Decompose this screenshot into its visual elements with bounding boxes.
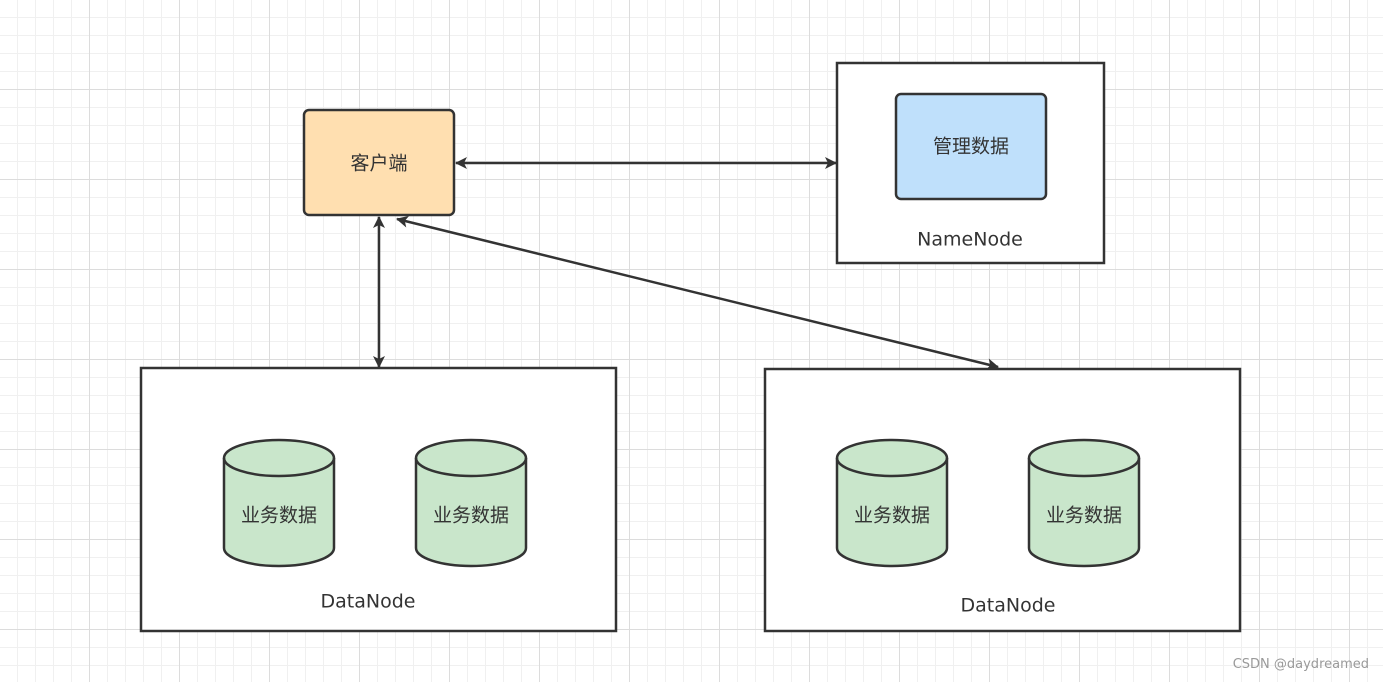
database-icon: 业务数据 <box>222 438 336 568</box>
client-box: 客户端 <box>302 108 456 217</box>
database-label: 业务数据 <box>854 505 930 527</box>
database-label: 业务数据 <box>241 505 317 527</box>
datanode-box-1: 业务数据 业务数据 DataNode <box>139 366 618 633</box>
metadata-box <box>894 92 1048 201</box>
database-icon: 业务数据 <box>414 438 528 568</box>
database-icon: 业务数据 <box>835 438 949 568</box>
namenode-label: NameNode <box>917 229 1023 251</box>
client-label: 客户端 <box>350 153 407 175</box>
namenode-box: 管理数据 NameNode <box>835 61 1106 265</box>
datanode-label: DataNode <box>961 595 1056 617</box>
datanode-box-2: 业务数据 业务数据 DataNode <box>763 367 1242 633</box>
watermark: CSDN @daydreamed <box>1232 657 1369 672</box>
datanode-label: DataNode <box>321 591 416 613</box>
database-label: 业务数据 <box>1046 505 1122 527</box>
metadata-label: 管理数据 <box>933 136 1009 158</box>
database-icon: 业务数据 <box>1027 438 1141 568</box>
client-datanode2-arrow <box>396 215 999 371</box>
database-label: 业务数据 <box>433 505 509 527</box>
